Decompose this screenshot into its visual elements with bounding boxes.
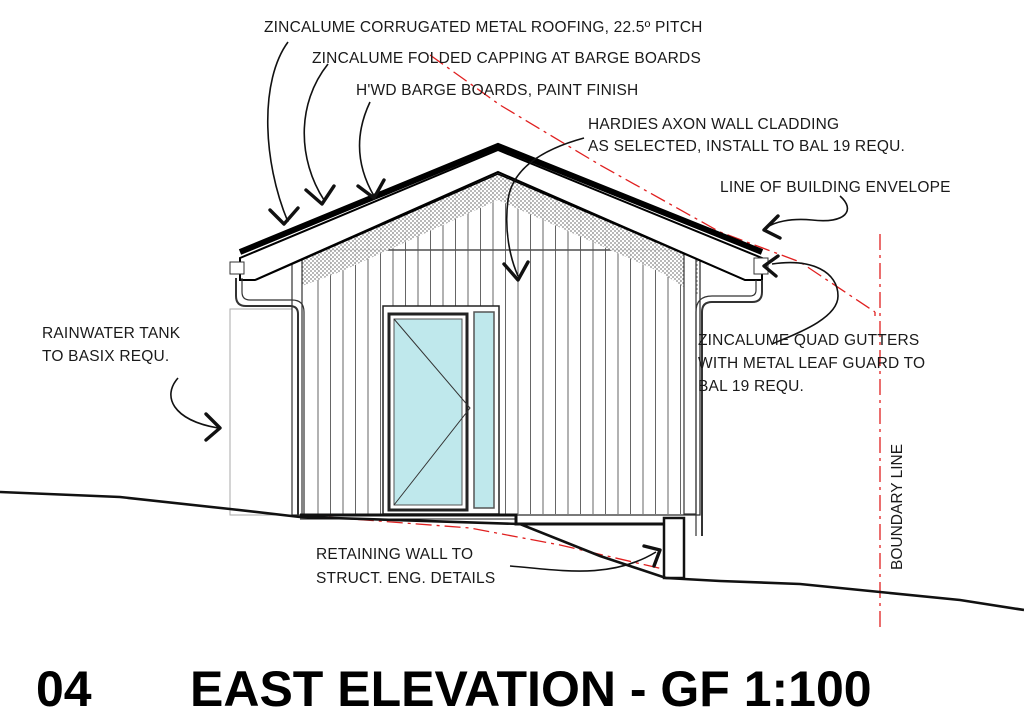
eave-shadow xyxy=(302,172,698,296)
roof xyxy=(238,142,764,281)
leader-retaining xyxy=(509,544,662,572)
label-gutters-2: WITH METAL LEAF GUARD TO xyxy=(698,355,925,372)
leader-gutters xyxy=(762,254,839,345)
leader-envelope xyxy=(762,195,849,240)
label-barge: H'WD BARGE BOARDS, PAINT FINISH xyxy=(356,82,638,99)
leader-barge xyxy=(356,101,386,200)
envelope-base-line xyxy=(299,514,681,574)
retaining-wall xyxy=(662,516,686,580)
building-wall xyxy=(291,166,701,516)
ground-line xyxy=(0,490,1024,612)
rainwater-tank xyxy=(229,308,295,516)
gutter-left xyxy=(229,261,305,515)
label-boundary: BOUNDARY LINE xyxy=(889,444,906,570)
label-roofing: ZINCALUME CORRUGATED METAL ROOFING, 22.5… xyxy=(264,19,703,36)
entry-door xyxy=(382,305,500,515)
gutter-right xyxy=(695,257,769,536)
leader-capping xyxy=(303,63,336,206)
label-tank-1: RAINWATER TANK xyxy=(42,325,181,342)
label-retaining-2: STRUCT. ENG. DETAILS xyxy=(316,570,495,587)
label-tank-2: TO BASIX REQU. xyxy=(42,348,169,365)
label-gutters-3: BAL 19 REQU. xyxy=(698,378,804,395)
drawing-title: EAST ELEVATION - GF 1:100 xyxy=(190,661,872,717)
label-envelope: LINE OF BUILDING ENVELOPE xyxy=(720,179,951,196)
building-envelope-line xyxy=(429,54,876,316)
label-retaining-1: RETAINING WALL TO xyxy=(316,546,473,563)
label-cladding-2: AS SELECTED, INSTALL TO BAL 19 REQU. xyxy=(588,138,905,155)
label-cladding-1: HARDIES AXON WALL CLADDING xyxy=(588,116,839,133)
leader-tank xyxy=(170,377,222,442)
leader-cladding xyxy=(502,137,585,282)
label-capping: ZINCALUME FOLDED CAPPING AT BARGE BOARDS xyxy=(312,50,701,67)
drawing-number: 04 xyxy=(36,661,92,717)
leader-roofing xyxy=(266,41,300,226)
label-gutters-1: ZINCALUME QUAD GUTTERS xyxy=(698,332,919,349)
